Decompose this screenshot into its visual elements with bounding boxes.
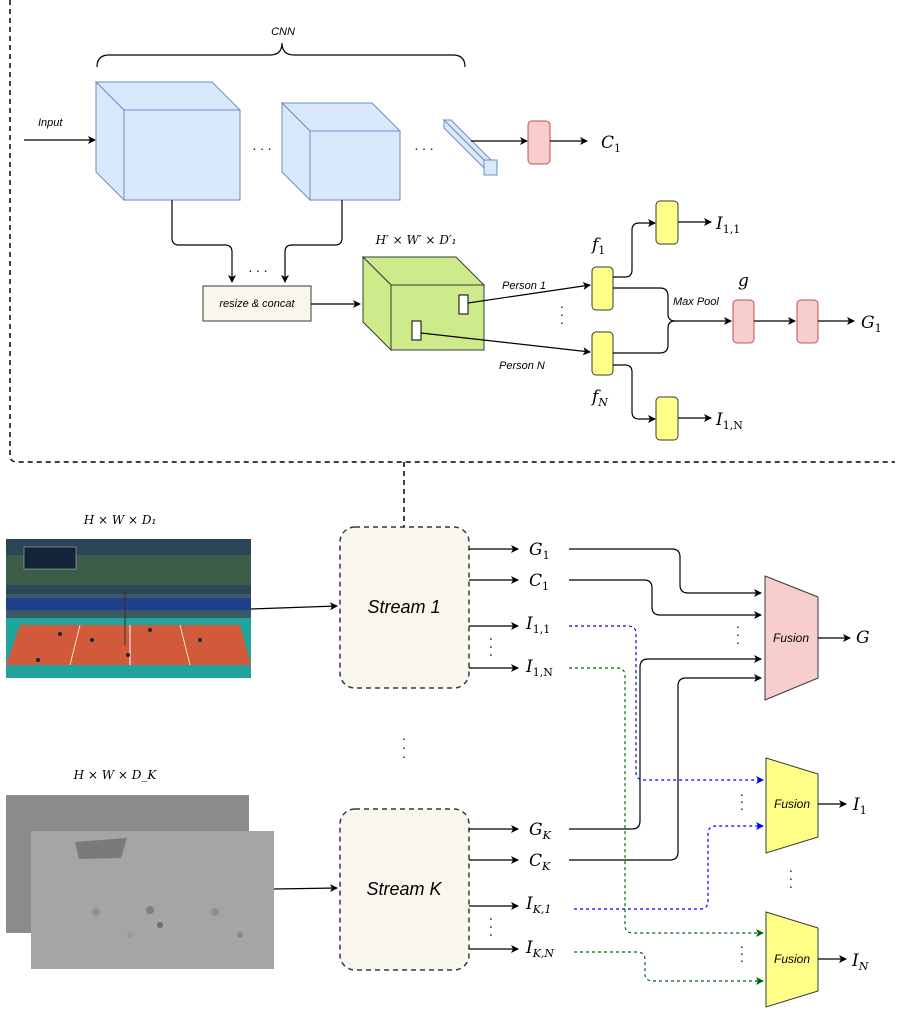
maxpool-label: Max Pool — [673, 296, 719, 308]
fusions-vdots: ... — [789, 861, 793, 891]
fusion-in-dots: ... — [740, 937, 744, 965]
stream-detail-border — [9, 0, 895, 463]
person-1-label: Person 1 — [502, 280, 546, 292]
stream-k-out-in: IK,N — [525, 938, 554, 960]
input1-to-stream1 — [250, 602, 338, 611]
stream-1-label: Stream 1 — [367, 597, 440, 617]
fusion-i1-output: I1 — [852, 795, 867, 817]
g-layer-2 — [796, 299, 819, 344]
depth-frame-image — [6, 795, 274, 969]
person-n-arrow — [420, 332, 591, 356]
input1-dims: H × W × D₁ — [83, 513, 157, 527]
stream-k-outputs: ... — [469, 825, 519, 953]
layer2-to-concat — [281, 200, 343, 283]
f1-layer — [591, 266, 614, 311]
person-1-roi — [458, 294, 469, 315]
fusion-g-output: G — [856, 628, 870, 648]
i11-to-fusion-i1 — [569, 625, 764, 784]
stream-1-out-in: I1,N — [525, 657, 553, 679]
cnn-label: CNN — [271, 26, 295, 38]
gk-to-fusion — [569, 655, 762, 830]
fusion-in-block — [765, 911, 819, 1008]
fN-to-maxpool — [613, 320, 676, 354]
output-c1: C1 — [601, 133, 621, 155]
g-layer-1 — [732, 299, 755, 344]
fusion-in-label: Fusion — [774, 952, 810, 966]
classifier-layer — [527, 120, 551, 165]
i1n-to-fusion-in — [569, 667, 764, 937]
layer1-to-concat — [171, 200, 236, 283]
fN-to-i1n — [613, 364, 656, 423]
stream-k-out-i1: IK,1 — [525, 894, 551, 916]
person-1-arrow — [467, 282, 591, 304]
fN-label: fN — [590, 387, 608, 409]
resize-concat-box — [202, 285, 312, 322]
cnn-brace — [96, 42, 466, 68]
c1-to-fusion — [569, 579, 762, 619]
inputK-to-streamK — [273, 884, 338, 893]
stream-k-box — [339, 808, 470, 971]
inputK-dims: H × W × D_K — [73, 768, 158, 782]
concat-dots: . . . — [248, 261, 267, 275]
cnn-final-layer — [442, 118, 499, 176]
fusion-g-dots: ... — [736, 617, 740, 647]
fusion-g-label: Fusion — [773, 631, 809, 645]
output-i11: I1,1 — [715, 214, 740, 236]
i1n-layer — [655, 396, 679, 441]
stream-1-out-c: C1 — [529, 571, 549, 593]
output-i1n: I1,N — [715, 410, 743, 432]
stream-k-out-g: GK — [529, 820, 552, 842]
stream-k-out-c: CK — [529, 851, 551, 873]
fusion-i1-label: Fusion — [774, 797, 810, 811]
input-label: Input — [38, 117, 63, 129]
fusion-in-output: IN — [851, 951, 869, 973]
ck-to-fusion — [569, 674, 762, 861]
person-n-label: Person N — [499, 360, 545, 372]
g-label: g — [738, 271, 749, 291]
f1-label: f1 — [590, 235, 605, 257]
ikn-to-fusion-in — [574, 951, 764, 985]
output-g1: G1 — [861, 313, 882, 335]
f1-to-i11 — [613, 219, 656, 278]
stream-k-label: Stream K — [366, 879, 442, 899]
svg-text:...: ... — [489, 909, 493, 939]
feature-dims-label: H′ × W′ × D′₁ — [375, 233, 457, 247]
fusion-i1-dots: ... — [740, 785, 744, 813]
svg-text:...: ... — [489, 629, 493, 659]
ik1-to-fusion-i1 — [574, 822, 764, 910]
stream-1-out-g: G1 — [529, 540, 550, 562]
cnn-layer-2 — [280, 101, 402, 202]
cnn-dots-2: . . . — [414, 139, 433, 153]
fusion-i1-block — [765, 757, 819, 854]
streams-vdots: ... — [402, 729, 406, 761]
cnn-dots-1: . . . — [252, 139, 271, 153]
rgb-frame-image — [6, 539, 251, 678]
f1-to-maxpool — [613, 287, 732, 325]
i11-layer — [655, 200, 679, 245]
person-dots: ... — [560, 297, 564, 327]
cnn-layer-1 — [94, 80, 242, 202]
fN-layer — [591, 331, 614, 376]
g1-to-fusion — [569, 548, 762, 597]
resize-concat-label: resize & concat — [219, 298, 295, 310]
stream-1-out-i1: I1,1 — [525, 614, 550, 636]
person-n-roi — [411, 320, 422, 341]
stream-1-box — [339, 526, 470, 689]
stream-1-outputs: ... — [469, 545, 519, 672]
fusion-g-block — [764, 575, 819, 701]
